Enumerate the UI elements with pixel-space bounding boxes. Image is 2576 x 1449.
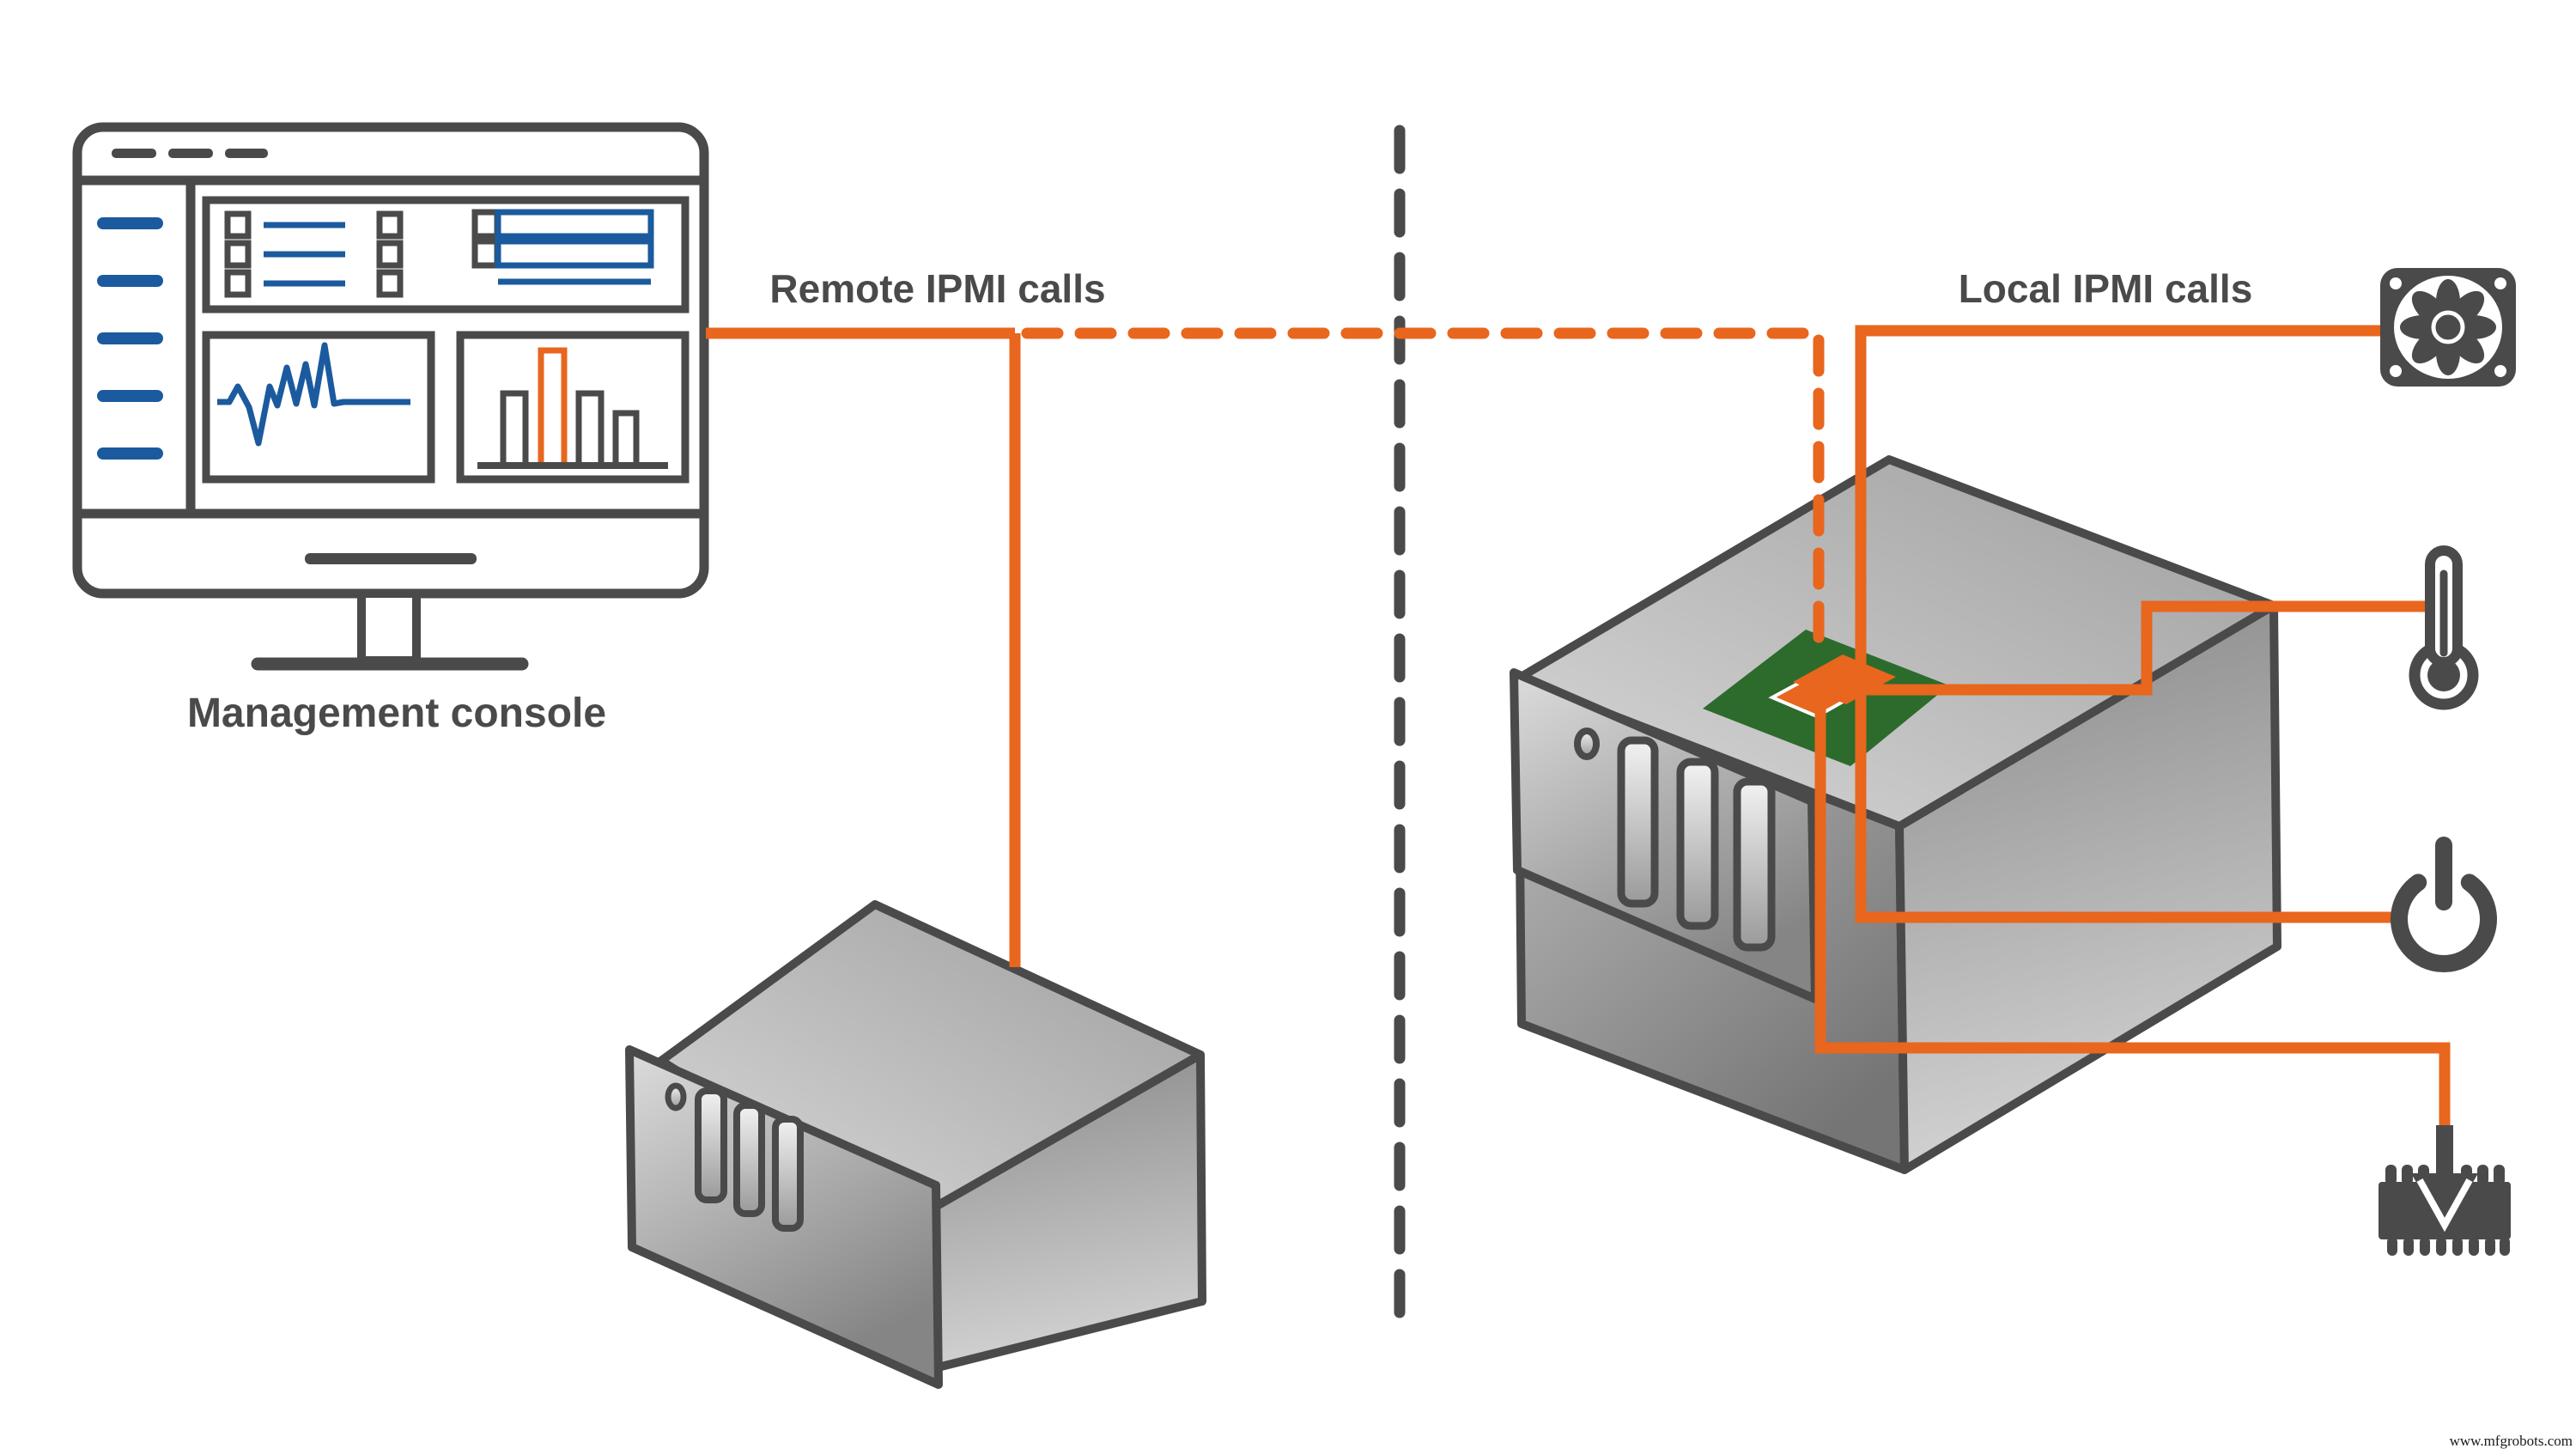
local-ipmi-thermometer-line [1856, 600, 2428, 696]
ipmi-connection-lines [706, 325, 2451, 1125]
firmware-chip-icon [2379, 1125, 2511, 1256]
chip-arrow-highlight [2416, 1178, 2473, 1233]
bar-chart-border [456, 331, 690, 484]
chip-pin [2436, 1237, 2446, 1256]
chip-bottom-pins [2387, 1237, 2510, 1256]
local-ipmi-label: Local IPMI calls [1959, 266, 2253, 311]
power-ring [2391, 874, 2497, 972]
line-chart-panel [202, 331, 435, 484]
line-chart-series [217, 342, 410, 447]
bar-highlighted [538, 347, 568, 469]
sidebar-item-dash [97, 447, 163, 460]
monitor-titlebar [112, 149, 268, 158]
chip-pin [2403, 1237, 2414, 1256]
monitor-stand [251, 589, 529, 671]
fan-screw-hole [2390, 365, 2402, 377]
checkbox-icon [376, 210, 404, 240]
progress-bar [495, 209, 654, 240]
chip-pin [2420, 1237, 2430, 1256]
progress-bar [495, 238, 654, 269]
chip-pin [2485, 1237, 2495, 1256]
bar-chart-panel [456, 331, 690, 484]
remote-ipmi-label: Remote IPMI calls [769, 266, 1105, 311]
bar [500, 390, 529, 469]
vent-slot [1676, 758, 1719, 930]
sidebar-item-dash [97, 217, 163, 229]
fan-screw-hole [2494, 277, 2506, 289]
chip-pin [2469, 1237, 2479, 1256]
management-console-label: Management console [187, 691, 606, 736]
titlebar-dash [225, 149, 268, 158]
vent-slot [1733, 777, 1776, 952]
sidebar-menu [97, 217, 163, 460]
checkbox-icon [224, 210, 252, 240]
checkbox-icon [224, 269, 252, 298]
vent-slot [772, 1116, 804, 1232]
local-ipmi-fan-power-line [1855, 325, 2392, 923]
chip-pin [2385, 1165, 2397, 1185]
fan-icon [2380, 268, 2516, 387]
checkbox-icon [224, 240, 252, 269]
titlebar-dash [112, 149, 156, 158]
sidebar-item-dash [97, 275, 163, 287]
power-button-icon [2391, 837, 2497, 972]
fan-screw-hole [2390, 277, 2402, 289]
watermark: www.mfgrobots.com [2450, 1433, 2573, 1449]
line-chart-border [202, 331, 435, 484]
thermometer-icon [2409, 545, 2479, 710]
local-ipmi-firmware-line [1814, 692, 2451, 1125]
bezel-hole [1574, 728, 1600, 760]
fan-screw-hole [2494, 365, 2506, 377]
bar [575, 390, 605, 469]
chip-pin [2402, 1165, 2413, 1185]
management-console-monitor [72, 122, 709, 671]
checkbox-icon [376, 240, 404, 269]
remote-ipmi-dashed-line [1021, 327, 1825, 666]
bezel-dash [305, 553, 477, 564]
sidebar-item-dash [97, 390, 163, 402]
managed-server [1510, 455, 2281, 1174]
management-side-server [625, 900, 1206, 1389]
vent-slot [695, 1087, 727, 1203]
bar [612, 410, 640, 469]
checkbox-icon [376, 269, 404, 298]
thermometer-bulb-fill [2427, 659, 2460, 691]
titlebar-dash [168, 149, 213, 158]
vent-slot [1617, 736, 1659, 908]
fan-hub [2431, 310, 2465, 344]
sidebar-item-dash [97, 332, 163, 344]
chip-pin [2387, 1237, 2397, 1256]
bmc-chip-upper [1793, 654, 1896, 704]
chip-pin [2452, 1237, 2463, 1256]
chip-pin [2477, 1165, 2488, 1185]
server-top-face [1514, 455, 2278, 831]
chip-pin [2494, 1165, 2505, 1185]
dashboard-list-panel [202, 196, 690, 314]
stand-neck [357, 589, 421, 665]
bezel-hole [665, 1082, 687, 1111]
chip-pin [2500, 1237, 2510, 1256]
vent-slot [733, 1102, 765, 1217]
chip-arrow-stem [2436, 1125, 2453, 1178]
